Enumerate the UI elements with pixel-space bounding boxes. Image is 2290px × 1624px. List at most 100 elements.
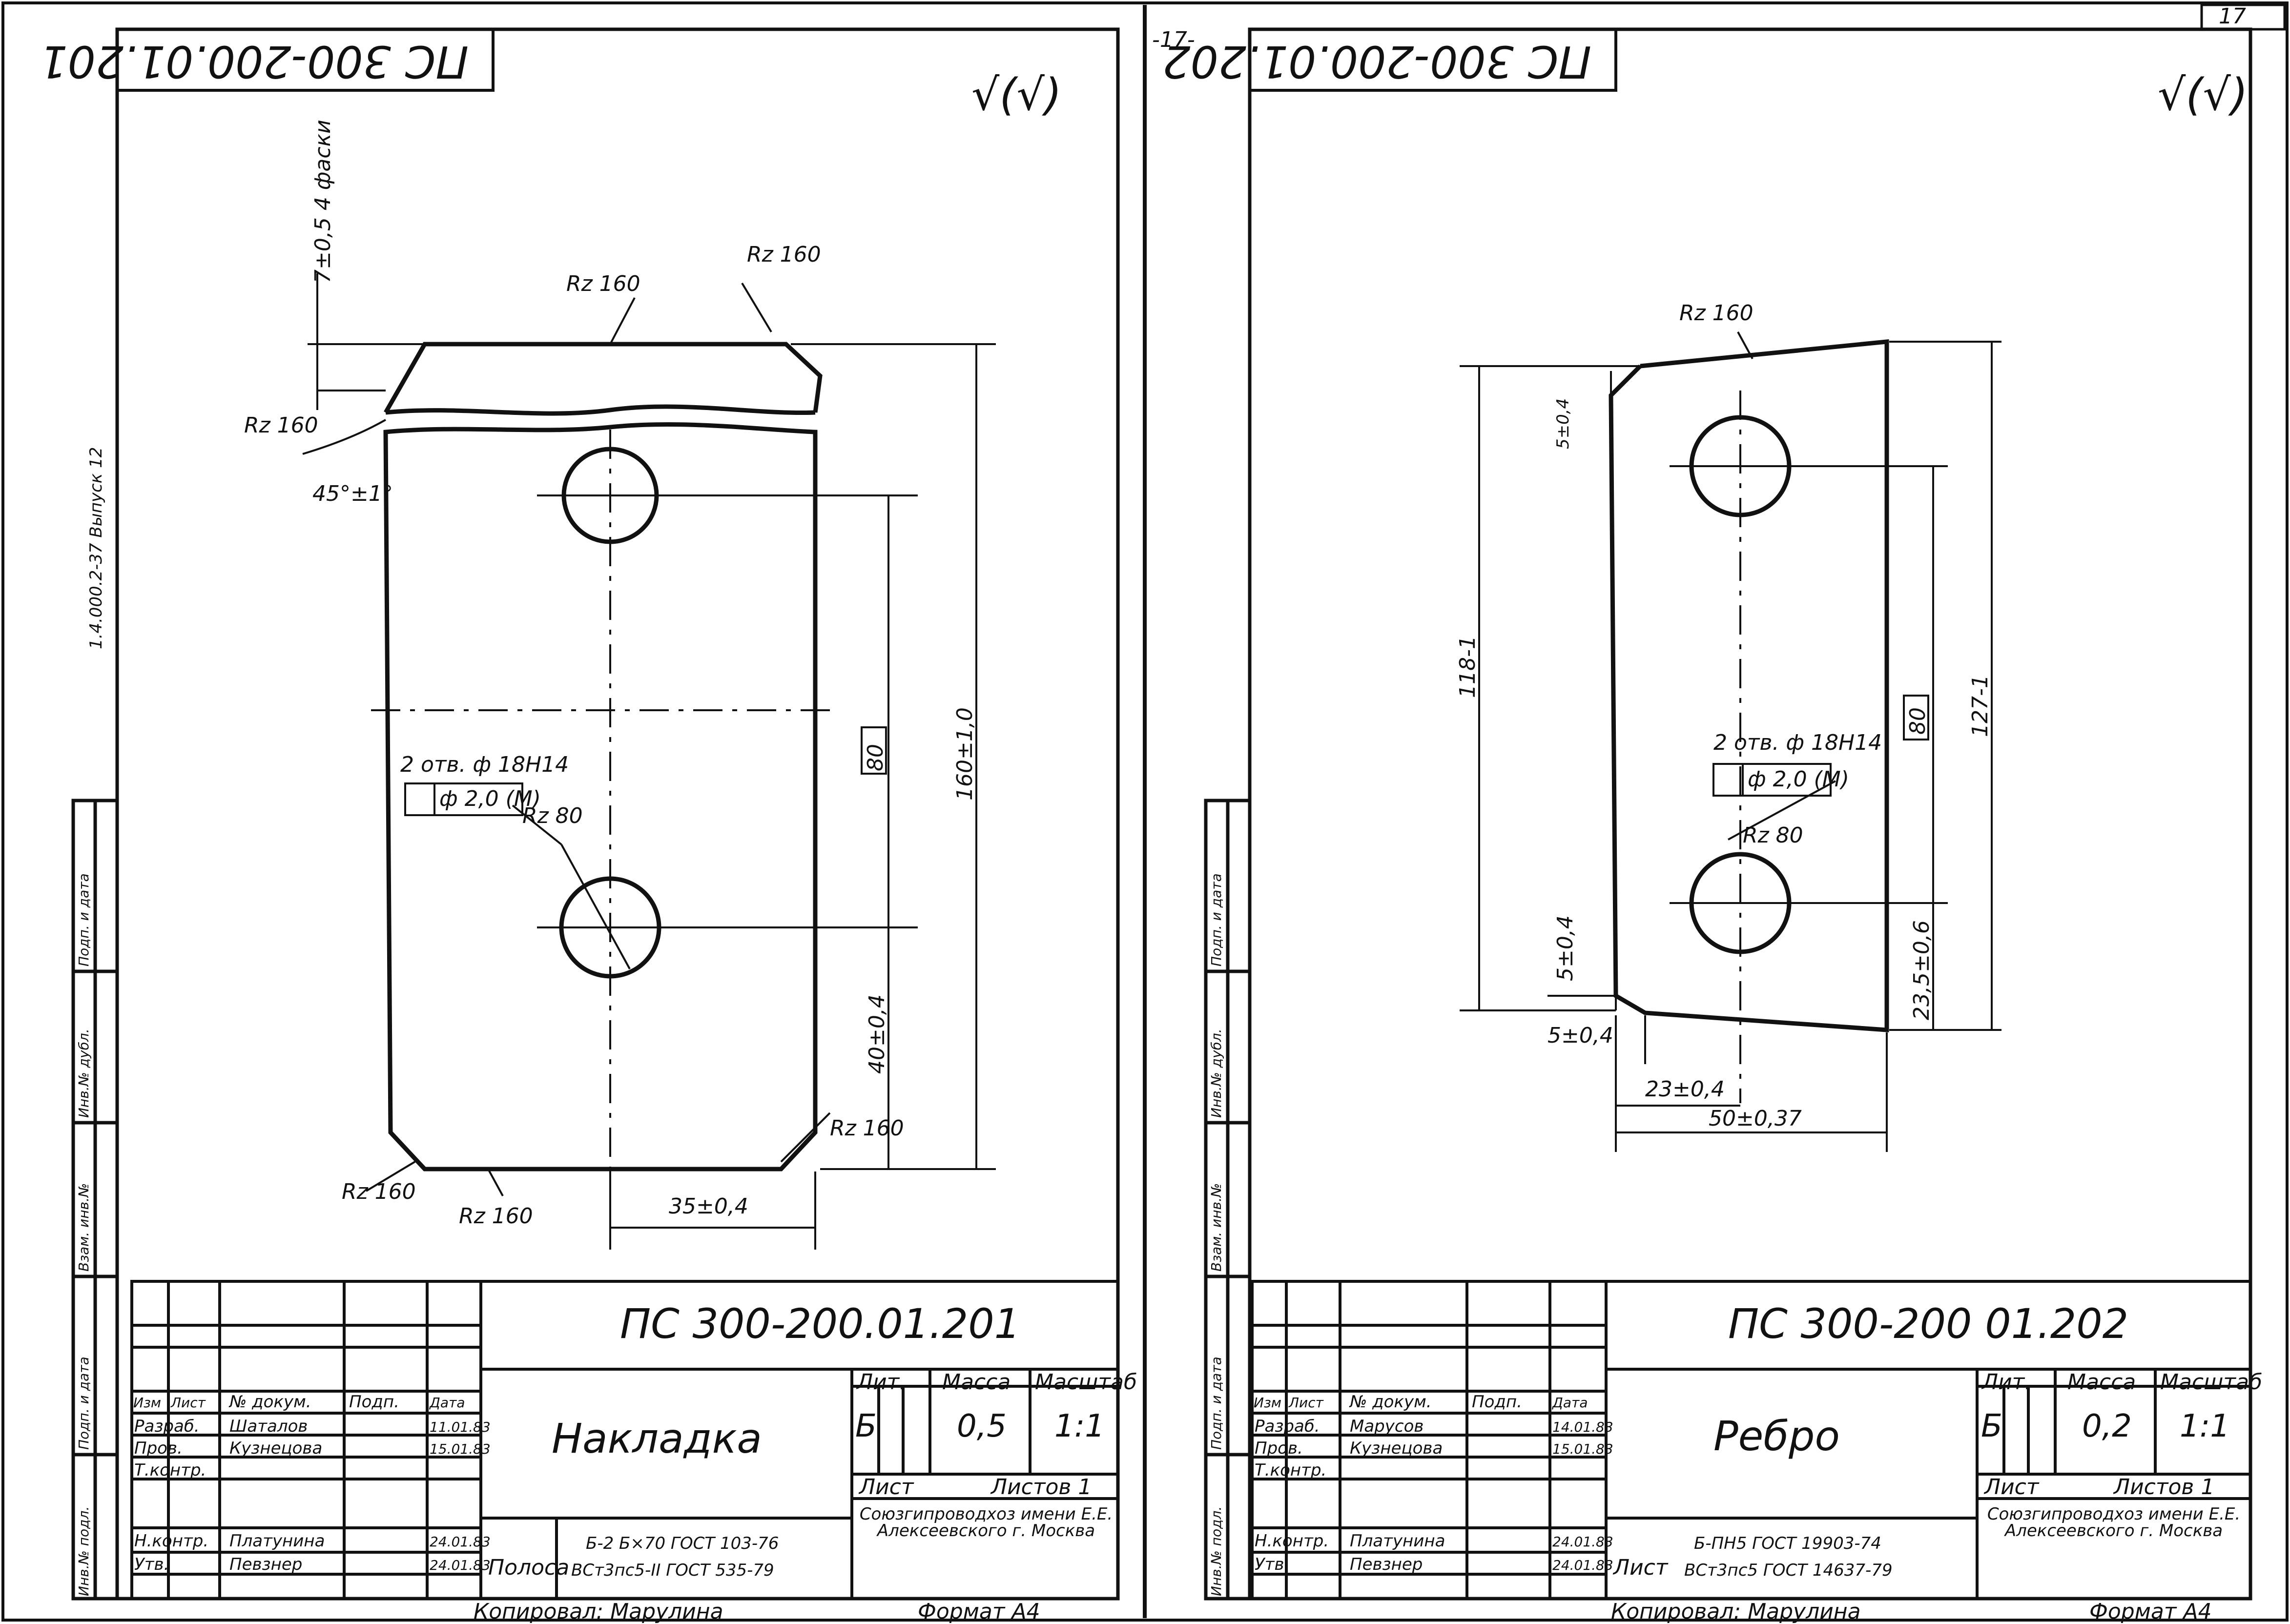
right-material-2: ВСт3пс5 ГОСТ 14637-79: [1684, 1561, 1893, 1580]
left-dim-rz-top: Rz 160: [566, 271, 640, 296]
side-label-sign1: Подп. и дата: [76, 1357, 92, 1450]
right-org: Союзгипроводхоз имени Е.Е. Алексеевского…: [1987, 1504, 2241, 1541]
right-hdr-doc: № докум.: [1350, 1392, 1432, 1412]
right-dim-bottom-chamfer-h: 5±0,4: [1547, 1023, 1613, 1048]
right-part-name: Ребро: [1713, 1412, 1840, 1460]
right-part-dims: [1460, 331, 2001, 1152]
right-code-upside: ПС 300-200.01.202: [1162, 36, 1591, 87]
right-role-3: Н.контр.: [1255, 1531, 1329, 1551]
right-mass: 0,2: [2082, 1408, 2132, 1444]
right-dim-left-len: 118-1: [1455, 636, 1480, 698]
right-mass-label: Масса: [2067, 1370, 2136, 1395]
right-format: Формат А4: [2089, 1599, 2212, 1624]
right-title-block: [1251, 1280, 2252, 1600]
left-dim-hole-edge: 40±0,4: [865, 994, 889, 1074]
right-sheet-label: Лист: [1984, 1475, 2039, 1500]
left-lit: Б: [855, 1408, 877, 1444]
left-material-2: ВСт3пс5-II ГОСТ 535-79: [571, 1561, 774, 1580]
side-label-inv-r: Инв.№ подл.: [1208, 1506, 1224, 1596]
left-scale-label: Масштаб: [1035, 1370, 1137, 1395]
left-role-0-date: 11.01.83: [430, 1419, 491, 1435]
right-copied: Копировал: Марулина: [1611, 1599, 1861, 1624]
right-role-1-name: Кузнецова: [1350, 1439, 1443, 1458]
left-role-1: Пров.: [134, 1439, 183, 1458]
right-role-4-name: Певзнер: [1350, 1555, 1423, 1574]
left-role-3-name: Платунина: [229, 1531, 325, 1551]
left-sheet-label: Лист: [859, 1475, 914, 1500]
left-role-1-name: Кузнецова: [229, 1439, 323, 1458]
right-role-0-date: 14.01.83: [1552, 1419, 1613, 1435]
left-dim-overall: 160±1,0: [952, 707, 977, 801]
right-material-kind: Лист: [1613, 1555, 1668, 1580]
right-scale: 1:1: [2180, 1408, 2230, 1444]
right-roughness-mark: √(√): [2158, 69, 2248, 121]
right-material-1: Б-ПН5 ГОСТ 19903-74: [1694, 1534, 1881, 1553]
right-dim-between-holes: 80: [1905, 707, 1930, 735]
right-role-4: Утв.: [1255, 1555, 1290, 1574]
left-code-upside: ПС 300-200.01.201: [40, 36, 469, 87]
side-label-sign2-r: Подп. и дата: [1208, 873, 1224, 966]
left-dim-rz-corner2: Rz 160: [244, 413, 318, 438]
right-code: ПС 300-200 01.202: [1728, 1300, 2129, 1348]
sheet-mark: -17-: [1152, 27, 1195, 52]
left-role-0: Разраб.: [134, 1417, 200, 1436]
left-dim-rz-bottom1: Rz 160: [830, 1116, 904, 1141]
left-mass-label: Масса: [942, 1370, 1011, 1395]
left-role-4-name: Певзнер: [229, 1555, 303, 1574]
left-copied: Копировал: Марулина: [474, 1599, 723, 1624]
left-material-1: Б-2 Б×70 ГОСТ 103-76: [586, 1534, 779, 1553]
left-role-4-date: 24.01.83: [430, 1557, 491, 1573]
left-dim-rz-bottom3: Rz 160: [459, 1204, 533, 1229]
left-dim-angle: 45°±1°: [312, 481, 393, 506]
left-role-2: Т.контр.: [134, 1460, 206, 1480]
right-sheets-label: Листов 1: [2114, 1475, 2215, 1500]
right-role-1-date: 15.01.83: [1552, 1441, 1613, 1457]
side-label-replace-r: Взам. инв.№: [1208, 1183, 1224, 1272]
right-lit: Б: [1981, 1408, 2002, 1444]
left-title-block: [130, 1280, 1119, 1600]
left-role-1-date: 15.01.83: [430, 1441, 491, 1457]
side-label-sign1-r: Подп. и дата: [1208, 1357, 1224, 1450]
right-role-4-date: 24.01.83: [1552, 1557, 1613, 1573]
left-dim-width-half: 35±0,4: [669, 1194, 748, 1219]
left-dim-holes: 2 отв. ф 18H14: [400, 752, 569, 777]
right-hdr-izm: Изм: [1254, 1395, 1281, 1411]
right-part-outline: [1609, 339, 1889, 1032]
right-role-2: Т.контр.: [1255, 1460, 1327, 1480]
left-scale: 1:1: [1054, 1408, 1105, 1444]
left-material-kind: Полоса: [488, 1555, 570, 1580]
right-role-3-name: Платунина: [1350, 1531, 1445, 1551]
left-role-3-date: 24.01.83: [430, 1534, 491, 1550]
side-label-sign2: Подп. и дата: [76, 873, 92, 966]
series-mark: 1.4.000.2-37 Выпуск 12: [86, 447, 106, 649]
left-part-name: Накладка: [552, 1415, 762, 1462]
page-number: 17: [2219, 4, 2246, 29]
right-dim-right-len: 127-1: [1968, 675, 1993, 737]
left-frame: [115, 27, 1120, 1601]
right-dim-rz-hole: Rz 80: [1743, 823, 1803, 848]
right-dim-bottom-chamfer-v: 5±0,4: [1553, 915, 1578, 981]
left-roughness-mark: √(√): [971, 69, 1062, 121]
right-lit-label: Лит.: [1982, 1370, 2032, 1395]
left-dim-rz-corner1: Rz 160: [747, 242, 821, 267]
left-role-3: Н.контр.: [134, 1531, 209, 1551]
right-dim-rz-top: Rz 160: [1679, 301, 1754, 326]
left-lit-label: Лит.: [857, 1370, 907, 1395]
left-format: Формат А4: [918, 1599, 1040, 1624]
right-role-3-date: 24.01.83: [1552, 1534, 1613, 1550]
right-hdr-list: Лист: [1289, 1395, 1323, 1411]
left-dim-rz-bottom2: Rz 160: [342, 1179, 416, 1204]
left-sheets-label: Листов 1: [991, 1475, 1092, 1500]
right-hdr-sign: Подп.: [1472, 1392, 1522, 1412]
left-code: ПС 300-200.01.201: [620, 1300, 1021, 1348]
side-label-inv: Инв.№ подл.: [76, 1506, 92, 1596]
left-hdr-list: Лист: [171, 1395, 206, 1411]
left-dim-position-tol: ф 2,0 (М): [439, 786, 541, 811]
right-scale-label: Масштаб: [2160, 1370, 2263, 1395]
left-hdr-izm: Изм: [133, 1395, 161, 1411]
right-hdr-date: Дата: [1552, 1395, 1588, 1411]
left-part-dims: [302, 273, 996, 1250]
right-dim-hole-x: 23±0,4: [1645, 1077, 1725, 1102]
